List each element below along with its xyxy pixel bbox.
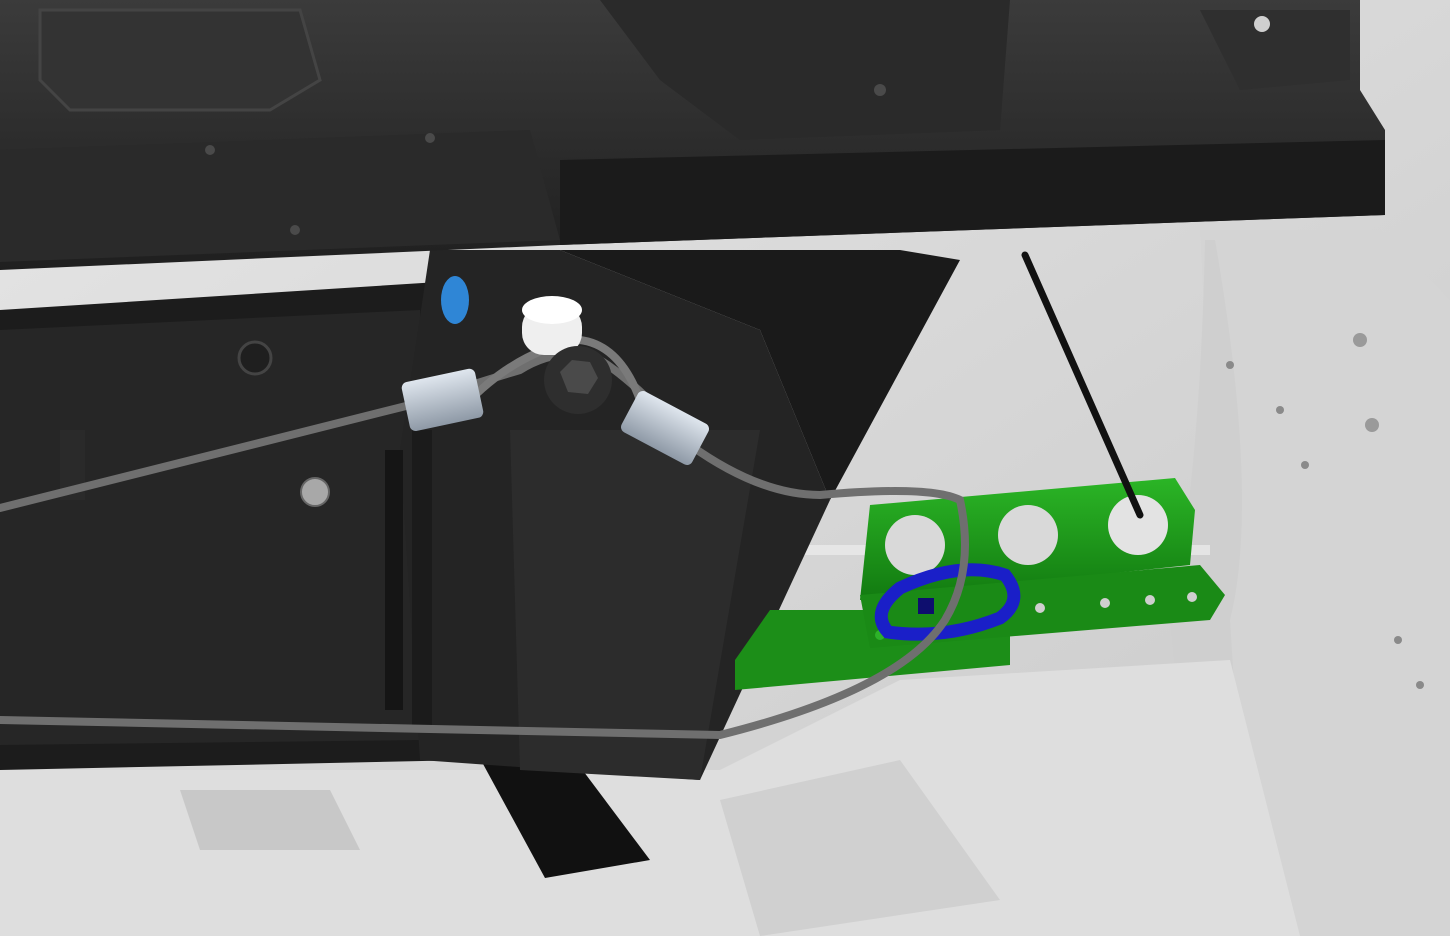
- wall-fastener: [1301, 461, 1309, 469]
- hex-bolt: [544, 346, 612, 414]
- frame-hole: [290, 225, 300, 235]
- wall-fastener: [1394, 636, 1402, 644]
- frame-hole: [205, 145, 215, 155]
- wall-fastener: [1353, 333, 1367, 347]
- pulley-spacer: [522, 296, 582, 355]
- seat-riser: [0, 250, 960, 878]
- frame-recess: [38, 8, 322, 112]
- bracket-small-hole: [1100, 598, 1110, 608]
- bracket-hole: [998, 505, 1058, 565]
- frame-clip: [441, 276, 469, 324]
- wall-fastener: [1276, 406, 1284, 414]
- wall-fastener: [1365, 418, 1379, 432]
- frame-front-lip: [0, 130, 560, 262]
- bracket-hole: [885, 515, 945, 575]
- frame-corner-pad: [1200, 10, 1350, 90]
- cable-ferrule: [401, 368, 484, 432]
- d-ring: [874, 563, 1021, 641]
- rail-bolt: [300, 477, 330, 507]
- floor-rib: [180, 790, 360, 850]
- bracket-small-hole: [1035, 603, 1045, 613]
- riser-slat: [412, 430, 432, 730]
- cable-run: [0, 350, 969, 740]
- bracket-small-hole: [1145, 595, 1155, 605]
- riser-foot: [470, 740, 650, 878]
- riser-front-face: [510, 430, 760, 780]
- riser-slat: [385, 450, 403, 710]
- frame-side-face: [560, 140, 1385, 245]
- wall-fastener: [1226, 361, 1234, 369]
- frame-hole: [425, 133, 435, 143]
- frame-hole: [874, 84, 886, 96]
- frame-center-block: [600, 0, 1010, 140]
- d-ring-mount: [918, 598, 934, 614]
- rail-washer: [237, 340, 273, 376]
- vertical-rod: [1021, 251, 1144, 519]
- floor-rib: [720, 760, 1000, 936]
- wall-fastener: [1416, 681, 1424, 689]
- seat-base-frame: [0, 0, 1385, 270]
- bracket-hole: [1108, 495, 1168, 555]
- cable-ferrule: [620, 391, 710, 465]
- bracket-small-hole: [1187, 592, 1197, 602]
- frame-fastener: [1254, 16, 1270, 32]
